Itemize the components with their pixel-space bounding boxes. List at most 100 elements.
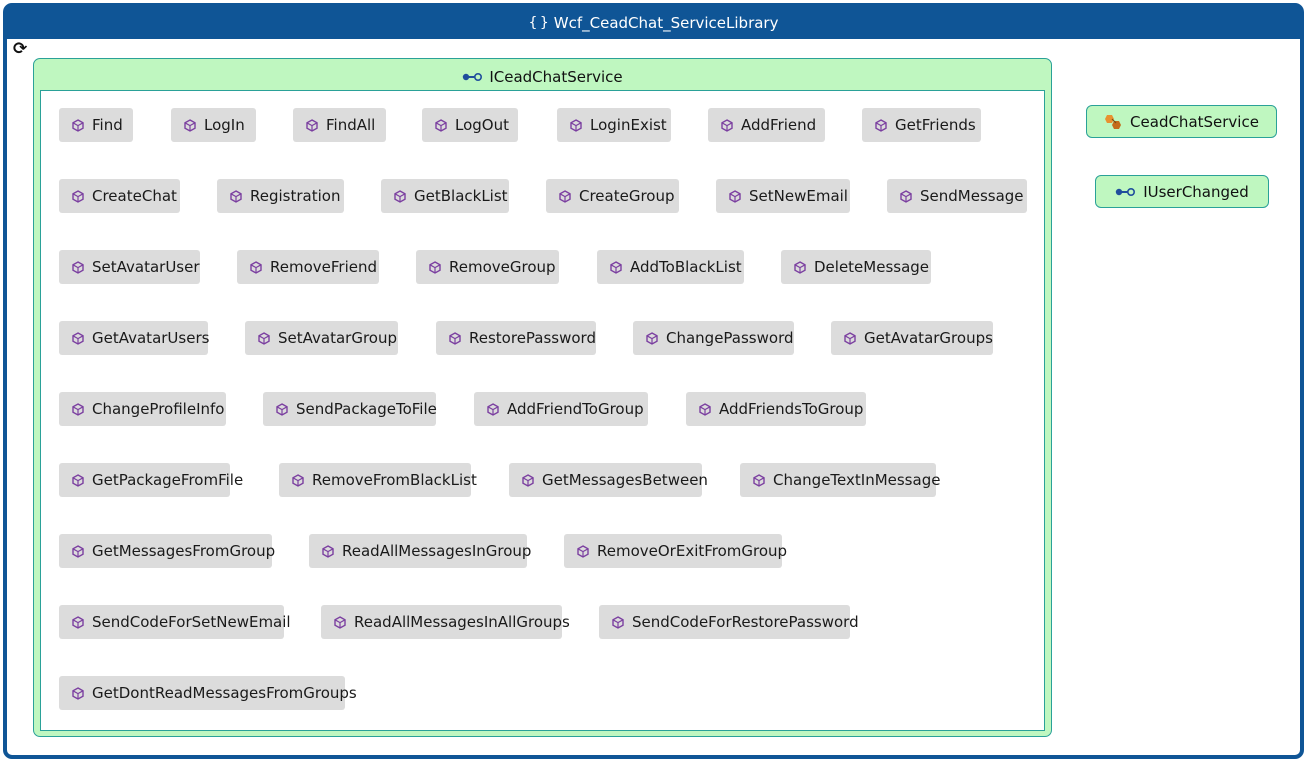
operation-label: GetBlackList [414, 187, 508, 205]
method-icon [292, 473, 312, 487]
method-icon [522, 473, 542, 487]
operation-item[interactable]: GetAvatarUsers [59, 321, 210, 355]
namespace-icon: { } [528, 15, 549, 31]
operation-item[interactable]: CreateChat [59, 179, 180, 213]
operation-label: RemoveFriend [270, 258, 377, 276]
method-icon [729, 189, 749, 203]
operation-label: ChangeProfileInfo [92, 400, 225, 418]
operation-item[interactable]: Registration [217, 179, 344, 213]
method-icon [570, 118, 590, 132]
method-icon [753, 473, 773, 487]
operation-item[interactable]: GetDontReadMessagesFromGroups [59, 676, 357, 710]
operation-item[interactable]: RemoveFriend [237, 250, 379, 284]
operation-item[interactable]: AddFriend [708, 108, 825, 142]
method-icon [334, 615, 354, 629]
method-icon [610, 260, 630, 274]
operation-label: GetDontReadMessagesFromGroups [92, 684, 357, 702]
operation-item[interactable]: AddFriendToGroup [474, 392, 648, 426]
operation-label: CreateGroup [579, 187, 675, 205]
method-icon [487, 402, 507, 416]
operation-label: AddFriendsToGroup [719, 400, 864, 418]
class-icon [1105, 114, 1122, 129]
operation-label: Registration [250, 187, 341, 205]
service-class-box[interactable]: CeadChatService [1086, 105, 1277, 138]
operation-item[interactable]: GetFriends [862, 108, 981, 142]
operation-label: SendMessage [920, 187, 1024, 205]
operation-item[interactable]: AddFriendsToGroup [686, 392, 866, 426]
method-icon [322, 544, 342, 558]
operation-item[interactable]: SendCodeForRestorePassword [599, 605, 859, 639]
operation-item[interactable]: LogOut [422, 108, 518, 142]
operation-item[interactable]: SetAvatarGroup [245, 321, 398, 355]
callback-interface-box[interactable]: IUserChanged [1095, 175, 1269, 208]
method-icon [612, 615, 632, 629]
operation-label: AddToBlackList [630, 258, 742, 276]
method-icon [646, 331, 666, 345]
operation-label: SetNewEmail [749, 187, 848, 205]
refresh-icon[interactable]: ⟳ [13, 39, 28, 59]
method-icon [72, 544, 92, 558]
operation-item[interactable]: GetAvatarGroups [831, 321, 993, 355]
operation-item[interactable]: GetPackageFromFile [59, 463, 243, 497]
operation-item[interactable]: SendCodeForSetNewEmail [59, 605, 291, 639]
operation-item[interactable]: ChangeProfileInfo [59, 392, 226, 426]
operation-item[interactable]: LoginExist [557, 108, 671, 142]
method-icon [276, 402, 296, 416]
operation-item[interactable]: AddToBlackList [597, 250, 744, 284]
operation-label: LoginExist [590, 116, 667, 134]
interface-box[interactable]: ICeadChatService Find LogIn FindAll LogOut L… [33, 58, 1052, 737]
operation-item[interactable]: SendPackageToFile [263, 392, 437, 426]
interface-title: ICeadChatService [489, 68, 623, 86]
operation-label: SendPackageToFile [296, 400, 437, 418]
service-class-name: CeadChatService [1130, 112, 1259, 131]
method-icon [250, 260, 270, 274]
operation-item[interactable]: SetAvatarUser [59, 250, 200, 284]
operation-item[interactable]: GetMessagesFromGroup [59, 534, 276, 568]
method-icon [184, 118, 204, 132]
method-icon [577, 544, 597, 558]
operation-item[interactable]: Find [59, 108, 133, 142]
operation-label: DeleteMessage [814, 258, 930, 276]
operation-item[interactable]: SendMessage [887, 179, 1027, 213]
method-icon [72, 402, 92, 416]
callback-interface-name: IUserChanged [1143, 182, 1249, 201]
operation-label: GetAvatarGroups [864, 329, 993, 347]
operation-label: ReadAllMessagesInGroup [342, 542, 532, 560]
operation-label: GetAvatarUsers [92, 329, 210, 347]
operation-item[interactable]: GetBlackList [381, 179, 509, 213]
method-icon [429, 260, 449, 274]
operation-label: Find [92, 116, 123, 134]
method-icon [900, 189, 920, 203]
operation-item[interactable]: ReadAllMessagesInAllGroups [321, 605, 570, 639]
library-title: Wcf_CeadChat_ServiceLibrary [553, 14, 779, 32]
operation-item[interactable]: ReadAllMessagesInGroup [309, 534, 531, 568]
operation-label: AddFriendToGroup [507, 400, 644, 418]
operation-item[interactable]: RestorePassword [436, 321, 596, 355]
operation-item[interactable]: CreateGroup [546, 179, 679, 213]
operation-label: RemoveOrExitFromGroup [597, 542, 788, 560]
operation-label: RestorePassword [469, 329, 596, 347]
method-icon [394, 189, 414, 203]
operation-item[interactable]: RemoveOrExitFromGroup [564, 534, 787, 568]
operation-label: AddFriend [741, 116, 817, 134]
operation-item[interactable]: RemoveFromBlackList [279, 463, 477, 497]
interface-header: ICeadChatService [34, 64, 1051, 90]
operation-label: GetMessagesFromGroup [92, 542, 276, 560]
method-icon [794, 260, 814, 274]
library-title-bar[interactable]: { } Wcf_CeadChat_ServiceLibrary [7, 7, 1300, 39]
operation-item[interactable]: LogIn [171, 108, 256, 142]
operation-label: SendCodeForRestorePassword [632, 613, 859, 631]
operation-item[interactable]: RemoveGroup [416, 250, 559, 284]
operation-label: SendCodeForSetNewEmail [92, 613, 291, 631]
operation-item[interactable]: ChangePassword [633, 321, 794, 355]
operation-item[interactable]: GetMessagesBetween [509, 463, 708, 497]
operation-item[interactable]: DeleteMessage [781, 250, 931, 284]
method-icon [306, 118, 326, 132]
operation-item[interactable]: FindAll [293, 108, 386, 142]
operation-label: ReadAllMessagesInAllGroups [354, 613, 570, 631]
operation-label: GetPackageFromFile [92, 471, 244, 489]
operation-item[interactable]: SetNewEmail [716, 179, 850, 213]
method-icon [875, 118, 895, 132]
operation-item[interactable]: ChangeTextInMessage [740, 463, 940, 497]
method-icon [72, 331, 92, 345]
